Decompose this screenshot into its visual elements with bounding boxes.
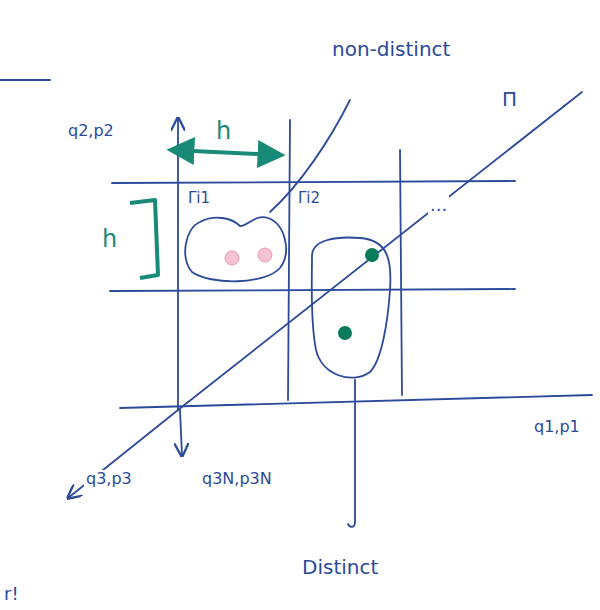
- q3n-axis: [180, 410, 182, 456]
- q1-axis: [120, 395, 592, 408]
- dimension-arrow: [172, 150, 280, 155]
- diagonal-line: [178, 92, 582, 410]
- axis-label: q3N,p3N: [200, 470, 274, 488]
- dimension-bracket: [130, 200, 158, 278]
- particle-dot: [225, 251, 239, 265]
- dimension-label: h: [214, 118, 233, 144]
- cell-label: Γi1: [186, 190, 212, 207]
- particle-dot: [365, 248, 379, 262]
- q2-axis: [177, 118, 179, 410]
- region-label: non-distinct: [330, 38, 452, 60]
- line-label: Π: [500, 88, 519, 110]
- leader-line: [348, 380, 355, 527]
- distinct-blob: [312, 238, 391, 378]
- non-distinct-blob: [185, 217, 286, 281]
- particle-dot: [258, 248, 272, 262]
- fragment-label: r!: [2, 584, 21, 604]
- grid-line: [288, 120, 290, 400]
- grid-line: [112, 181, 515, 183]
- particle-dot: [338, 326, 352, 340]
- dimension-label: h: [100, 226, 119, 252]
- axis-label: q1,p1: [532, 418, 582, 436]
- cell-label: Γi2: [296, 190, 322, 207]
- axis-label: q3,p3: [84, 470, 134, 488]
- axis-label: q2,p2: [66, 122, 116, 140]
- region-label: Distinct: [300, 556, 380, 578]
- ellipsis-label: ...: [428, 195, 449, 215]
- grid-line: [400, 150, 402, 395]
- fragment-line: [0, 79, 50, 81]
- leader-line: [270, 100, 350, 212]
- q3-axis: [68, 410, 178, 498]
